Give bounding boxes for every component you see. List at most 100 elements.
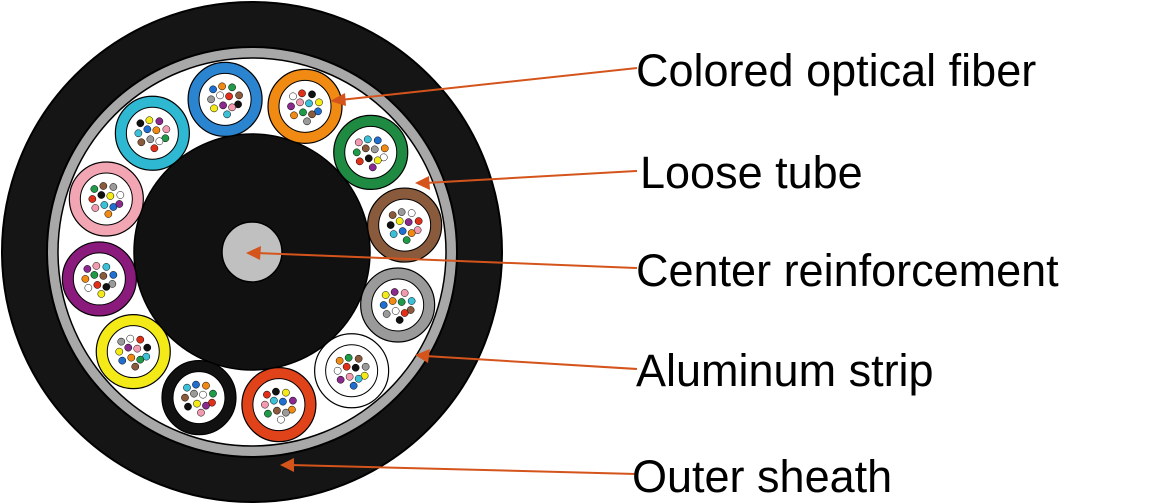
optical-fiber	[282, 408, 290, 417]
optical-fiber	[315, 98, 323, 107]
optical-fiber	[97, 290, 106, 298]
optical-fiber	[389, 230, 398, 238]
optical-fiber	[143, 125, 152, 134]
optical-fiber	[335, 356, 344, 365]
optical-fiber	[202, 401, 210, 410]
optical-fiber	[90, 185, 99, 193]
optical-fiber	[210, 104, 218, 113]
optical-fiber	[368, 163, 377, 172]
label-colored-optical-fiber: Colored optical fiber	[636, 45, 1036, 96]
loose-tube-green	[333, 114, 409, 190]
optical-fiber	[136, 119, 145, 128]
optical-fiber	[115, 347, 124, 356]
loose-tube-white	[314, 333, 390, 409]
optical-fiber	[289, 396, 297, 405]
label-aluminum-strip: Aluminum strip	[636, 345, 934, 396]
optical-fiber	[202, 381, 210, 390]
optical-fiber	[279, 397, 287, 406]
optical-fiber	[145, 116, 154, 125]
optical-fiber	[345, 372, 354, 381]
optical-fiber	[143, 343, 152, 352]
optical-fiber	[296, 98, 304, 107]
optical-fiber	[90, 271, 99, 279]
optical-fiber	[83, 265, 92, 273]
loose-tube-red	[241, 367, 317, 443]
optical-fiber	[99, 182, 108, 190]
optical-fiber	[181, 393, 189, 402]
optical-fiber	[395, 316, 404, 324]
leader-lines	[246, 67, 638, 475]
optical-fiber	[92, 262, 101, 270]
loose-tube-black	[161, 360, 237, 436]
optical-fiber	[398, 227, 407, 235]
optical-fiber	[127, 353, 136, 362]
leader-colored-fiber	[330, 67, 638, 106]
optical-fiber	[104, 210, 113, 218]
optical-fiber	[390, 288, 399, 296]
optical-fiber	[354, 374, 363, 383]
optical-fiber	[228, 83, 236, 92]
optical-fiber	[272, 387, 280, 396]
label-outer-sheath: Outer sheath	[632, 451, 892, 502]
optical-fiber	[117, 337, 126, 346]
loose-tubes-group	[61, 61, 443, 443]
optical-fiber	[192, 380, 200, 389]
optical-fiber	[193, 399, 201, 408]
optical-fiber	[352, 148, 361, 157]
loose-tube-rose	[68, 161, 144, 237]
optical-fiber	[93, 281, 102, 289]
loose-tube-yellow	[95, 314, 171, 390]
optical-fiber	[391, 307, 400, 315]
optical-fiber	[197, 408, 205, 417]
optical-fiber	[277, 415, 285, 424]
optical-fiber	[100, 201, 109, 209]
optical-fiber	[162, 125, 171, 134]
loose-tube-blue	[187, 61, 263, 137]
optical-fiber	[109, 203, 118, 211]
optical-fiber	[308, 110, 316, 119]
leader-loose-tube	[415, 170, 638, 190]
optical-fiber	[355, 157, 364, 166]
leader-aluminum-strip	[415, 349, 638, 370]
optical-fiber	[361, 144, 370, 153]
optical-fiber	[342, 362, 351, 371]
optical-fiber	[136, 335, 145, 344]
optical-fiber	[261, 400, 269, 409]
optical-fiber	[363, 135, 372, 144]
loose-tube-orange	[267, 68, 343, 144]
leader-center-reinforcement	[246, 246, 638, 269]
optical-fiber	[308, 90, 316, 99]
optical-fiber	[263, 390, 271, 399]
optical-fiber	[155, 117, 164, 126]
optical-fiber	[397, 298, 406, 306]
optical-fiber	[209, 85, 217, 94]
optical-fiber	[190, 389, 198, 398]
loose-tube-violet	[61, 241, 137, 317]
optical-fiber	[303, 117, 311, 126]
optical-fiber	[81, 275, 90, 283]
optical-fiber	[354, 138, 363, 147]
optical-fiber	[388, 297, 397, 305]
label-loose-tube: Loose tube	[640, 147, 863, 198]
optical-fiber	[305, 99, 313, 108]
optical-fiber	[264, 409, 272, 418]
optical-fiber	[373, 136, 382, 145]
optical-fiber	[402, 236, 411, 244]
loose-tube-aqua	[114, 95, 190, 171]
optical-fiber	[400, 289, 409, 297]
optical-fiber	[370, 145, 379, 154]
optical-fiber	[106, 192, 115, 200]
optical-fiber	[397, 208, 406, 216]
optical-fiber	[333, 366, 342, 375]
optical-fiber	[400, 309, 409, 317]
optical-fiber	[289, 92, 297, 101]
optical-fiber	[380, 144, 389, 153]
leader-outer-sheath	[280, 458, 638, 475]
optical-fiber	[137, 138, 146, 147]
optical-fiber	[228, 103, 236, 112]
optical-fiber	[199, 390, 207, 399]
optical-fiber	[225, 92, 233, 101]
optical-fiber	[97, 191, 106, 199]
optical-fiber	[219, 101, 227, 110]
